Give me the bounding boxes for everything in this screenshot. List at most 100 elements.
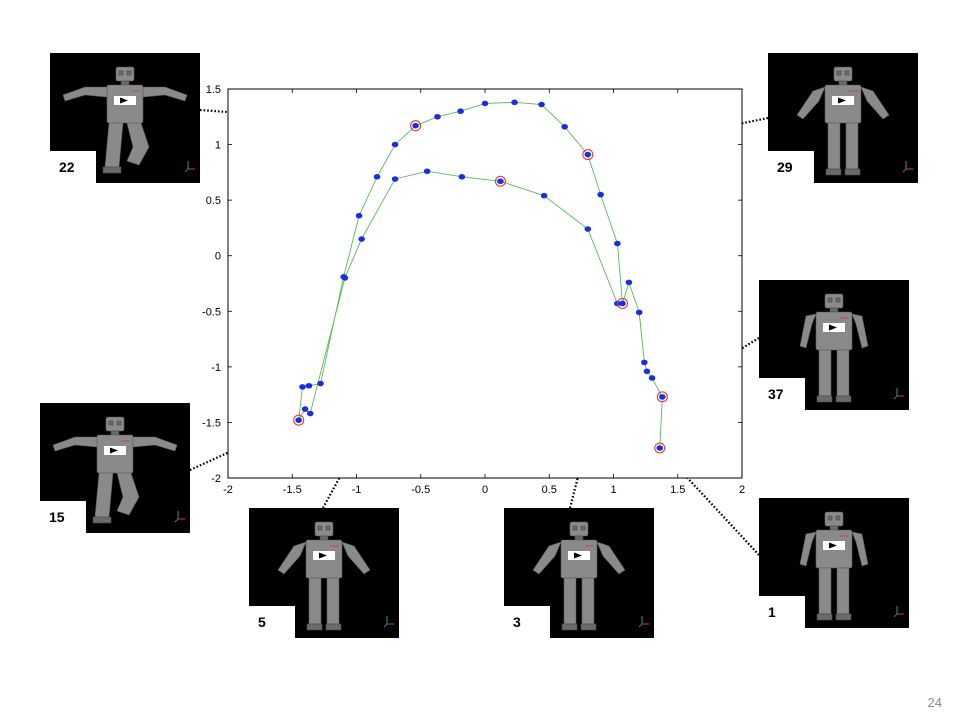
trajectory-point [391,141,399,148]
trajectory-point [561,123,568,130]
trajectory-point [373,174,381,180]
trajectory-point [358,236,365,242]
robot-standing-icon: nnne [796,66,890,176]
trajectory-point [597,191,604,198]
frame-number-label: 37 [768,386,784,402]
plot-area [227,88,743,479]
trajectory-markers [295,99,666,451]
highlighted-markers [293,120,668,454]
robot-brand-logo: nnne [849,88,859,93]
robot-brand-logo: nnne [330,543,340,548]
trajectory-point [614,240,621,247]
robot-image-3: nnne 3 [504,508,654,638]
x-tick-label: 0 [482,484,488,496]
trajectory-point [584,151,592,158]
trajectory-point [305,382,313,389]
frame-label-box [768,151,814,183]
trajectory-point [481,100,489,107]
robot-image-5: nnne 5 [249,508,399,638]
frame-number-label: 22 [59,159,75,175]
frame-number-label: 3 [513,614,521,630]
frame-label-box [249,606,295,638]
robot-image-15: nnne 15 [40,403,190,533]
trajectory-point [511,99,518,106]
y-tick-label: 0 [215,251,221,263]
y-tick-label: 1 [215,140,221,152]
trajectory-point [355,212,363,219]
y-tick-label: -0.5 [202,306,221,318]
trajectory-point [412,122,419,129]
robot-standing-icon: nnne [277,521,371,631]
highlight-ring-frame-3 [616,297,629,310]
y-tick-label: -1 [211,362,221,374]
axis-gizmo-icon [902,161,913,173]
y-tick-label: -2 [211,473,221,485]
robot-image-1: nnne 1 [759,498,909,628]
robot-brand-logo: nnne [840,533,850,538]
trajectory-point [643,368,651,375]
highlight-ring-frame-15 [293,414,305,426]
x-tick-label: 0.5 [542,484,557,496]
y-tick-label: 1.5 [206,84,221,96]
robot-walking-icon: nnne [62,66,188,174]
page-number: 24 [927,695,942,710]
robot-image-29: nnne 29 [768,53,918,183]
frame-label-box [759,378,805,410]
frame-number-label: 1 [768,604,776,620]
trajectory-point [306,410,314,417]
x-axis-ticks: -2 -1.5 -1 -0.5 0 0.5 1 1.5 2 [223,89,745,496]
highlight-ring-frame-1 [654,442,666,454]
trajectory-point [656,445,664,451]
axis-gizmo-icon [383,616,394,628]
trajectory-point [457,108,464,115]
frame-label-box [504,606,550,638]
robot-image-37: nnne 37 [759,280,909,410]
robot-brand-logo: nnne [840,315,850,320]
trajectory-point [434,113,441,120]
frame-label-box [50,151,96,183]
trajectory-point [423,168,431,175]
trajectory-point [341,275,349,281]
trajectory-point [635,309,643,316]
trajectory-point [641,359,648,366]
x-tick-label: -1 [352,484,362,496]
axis-gizmo-icon [638,616,649,628]
robot-brand-logo: nnne [121,438,131,443]
y-axis-ticks: 1.5 1 0.5 0 -0.5 -1 -1.5 -2 [202,84,742,485]
y-tick-label: -1.5 [202,417,221,429]
axis-gizmo-icon [893,606,904,618]
highlight-ring-frame-22 [410,120,422,132]
trajectory-point [584,226,592,232]
trajectory-point [295,417,302,424]
frame-number-label: 29 [777,159,793,175]
y-tick-label: 0.5 [206,195,221,207]
x-tick-label: 2 [739,484,745,496]
trajectory-point [391,176,399,182]
trajectory-point [301,406,309,412]
trajectory-point [625,279,633,286]
x-tick-label: -1.5 [283,484,302,496]
axis-gizmo-icon [893,388,904,400]
x-tick-label: 1 [610,484,616,496]
highlight-ring-frame-29 [582,149,594,161]
frame-number-label: 15 [49,509,65,525]
trajectory-point [659,394,666,400]
x-tick-label: 1.5 [670,484,685,496]
highlight-ring-frame-37 [656,391,668,403]
trajectory-plot: -2 -1.5 -1 -0.5 0 0.5 1 1.5 2 1.5 1 0.5 0 -0.5 -1 -1.5… [202,84,745,496]
trajectory-point [619,300,626,307]
trajectory-point [538,101,545,108]
axis-gizmo-icon [174,511,185,523]
robot-standing-icon: nnne [799,511,869,621]
frame-number-label: 5 [258,614,266,630]
robot-standing-icon: nnne [532,521,626,631]
trajectory-point [648,375,656,381]
trajectory-point [540,192,548,199]
robot-brand-logo: nnne [131,88,141,93]
x-tick-label: -0.5 [411,484,430,496]
trajectory-point [497,178,504,185]
robot-brand-logo: nnne [585,543,595,548]
frame-label-box [40,501,86,533]
x-tick-label: -2 [223,484,233,496]
